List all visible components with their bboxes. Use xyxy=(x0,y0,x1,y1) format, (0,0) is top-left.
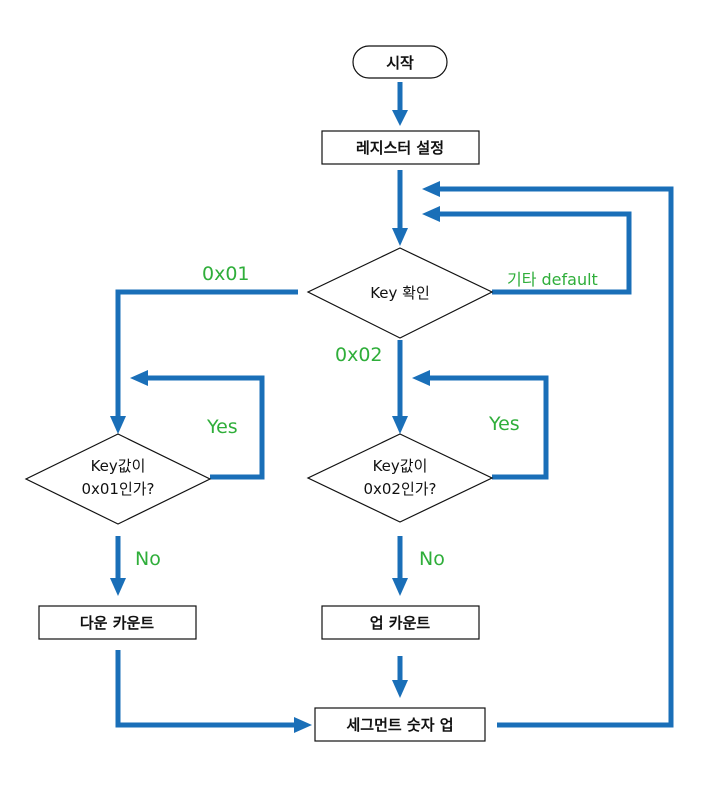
up-count-process xyxy=(321,605,480,640)
arrowhead-default xyxy=(422,206,440,222)
cond1-decision xyxy=(24,433,212,525)
edge-label-0x01: 0x01 xyxy=(202,263,250,285)
cond1-label-line1: Key값이 xyxy=(91,457,146,475)
cond2-decision xyxy=(306,433,494,523)
start-terminal xyxy=(352,45,448,79)
arrowhead-segment-top xyxy=(392,680,408,698)
arrowhead-outer-loop xyxy=(422,181,440,197)
down-count-label: 다운 카운트 xyxy=(80,614,154,632)
segment-up-label: 세그먼트 숫자 업 xyxy=(346,716,453,734)
arrowhead-yes-mid xyxy=(412,370,430,386)
arrowhead-register xyxy=(392,110,408,126)
up-count-label: 업 카운트 xyxy=(370,614,431,632)
edge-label-yes-mid: Yes xyxy=(488,413,520,435)
arrowhead-up-count xyxy=(392,578,408,596)
edge-label-no-left: No xyxy=(135,548,161,570)
arrowhead-cond2 xyxy=(392,416,408,434)
cond2-label-line1: Key값이 xyxy=(373,457,428,475)
arrowhead-key xyxy=(392,228,408,246)
arrow-yes-left-loop xyxy=(140,375,265,480)
arrowhead-cond1 xyxy=(110,416,126,434)
arrow-default-loop xyxy=(432,211,632,295)
edge-label-default: 기타 default xyxy=(507,270,598,289)
cond1-label-line2: 0x01인가? xyxy=(81,480,154,498)
arrow-yes-mid-loop xyxy=(422,375,549,480)
arrow-key-to-left xyxy=(115,289,298,424)
arrowhead-down-count xyxy=(110,578,126,596)
register-label: 레지스터 설정 xyxy=(356,139,444,157)
down-count-process xyxy=(38,605,197,640)
cond2-label-line2: 0x02인가? xyxy=(363,480,436,498)
edge-label-no-mid: No xyxy=(419,548,445,570)
arrowhead-segment-left xyxy=(294,717,312,733)
start-label: 시작 xyxy=(386,54,414,72)
segment-up-process xyxy=(314,707,486,742)
edge-label-0x02: 0x02 xyxy=(335,344,383,366)
register-process xyxy=(321,130,480,165)
arrow-segment-loop xyxy=(432,186,674,728)
arrowhead-yes-left xyxy=(130,370,148,386)
key-check-decision xyxy=(306,247,494,339)
edge-label-yes-left: Yes xyxy=(206,416,238,438)
arrow-down-to-segment xyxy=(115,650,300,728)
key-check-label: Key 확인 xyxy=(370,284,430,302)
